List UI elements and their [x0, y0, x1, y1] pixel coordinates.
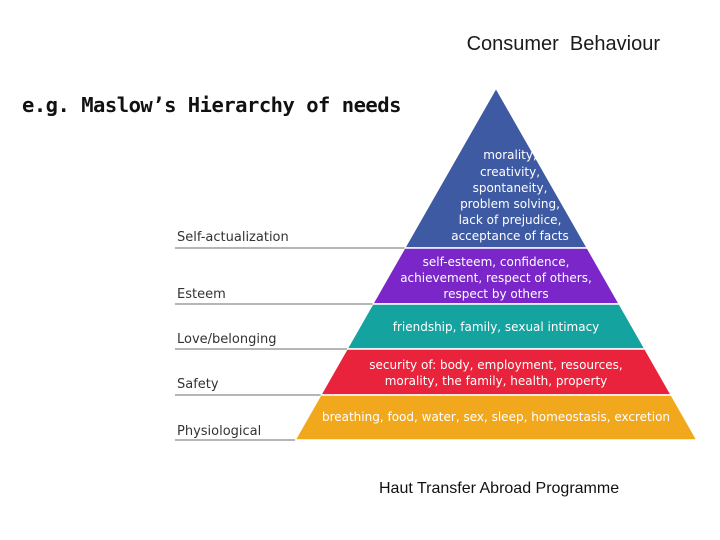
pyramid-level-4 [293, 394, 699, 441]
level-label-4: Physiological [177, 424, 261, 439]
level-1-text-line: achievement, respect of others, [400, 271, 592, 285]
level-3-text-line: morality, the family, health, property [385, 374, 608, 388]
level-label-0: Self-actualization [177, 230, 289, 245]
pyramid-level-3 [319, 348, 673, 396]
level-0-text-line: problem solving, [460, 197, 560, 211]
header-title: Consumer Behaviour [466, 33, 660, 55]
level-3-text-line: security of: body, employment, resources… [369, 358, 622, 372]
level-0-text-line: morality, [483, 148, 537, 162]
level-4-text-line: breathing, food, water, sex, sleep, home… [322, 410, 670, 424]
pyramid-levels: morality, creativity, spontaneity, problem … [293, 86, 699, 441]
level-0-text-line: acceptance of facts [451, 229, 569, 243]
level-label-3: Safety [177, 377, 219, 392]
level-0-text-line: spontaneity, [473, 181, 548, 195]
level-2-text-line: friendship, family, sexual intimacy [393, 320, 600, 334]
level-1-text-line: respect by others [443, 287, 548, 301]
level-1-text-line: self-esteem, confidence, [423, 255, 570, 269]
level-label-2: Love/belonging [177, 332, 276, 347]
level-0-text-line: creativity, [480, 165, 540, 179]
slide-title: e.g. Maslow’s Hierarchy of needs [22, 93, 401, 117]
footer-text: Haut Transfer Abroad Programme [379, 480, 620, 497]
level-label-1: Esteem [177, 287, 226, 302]
level-labels: Self-actualizationEsteemLove/belongingSa… [175, 230, 405, 441]
level-0-text-line: lack of prejudice, [459, 213, 562, 227]
